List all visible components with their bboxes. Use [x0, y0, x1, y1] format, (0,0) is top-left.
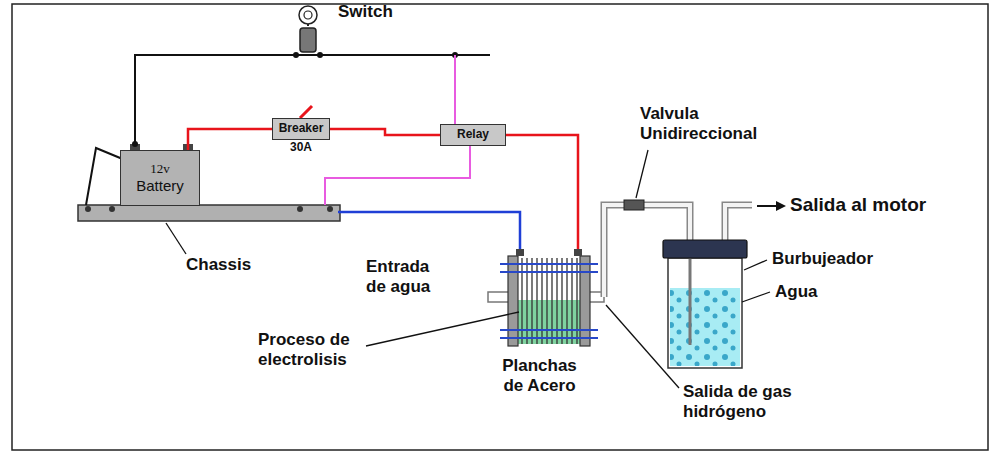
switch-label: Switch: [338, 2, 393, 22]
battery-box: 12vBattery: [120, 150, 200, 206]
water-label: Agua: [775, 282, 818, 302]
chassis-bar: [78, 205, 340, 221]
plates-label: Planchas de Acero: [492, 356, 587, 395]
motor-outlet-label: Salida al motor: [790, 194, 926, 216]
electrolyzer: [488, 249, 604, 346]
valve-label: Valvula Unidireccional: [640, 104, 780, 143]
breaker-box: Breaker30A: [272, 118, 330, 140]
relay-label: Relay: [457, 128, 489, 142]
positive-wire: [188, 129, 272, 150]
positive-wire: [506, 135, 578, 252]
relay-ground-wire: [325, 146, 470, 205]
positive-wire: [330, 129, 440, 135]
negative-wire: [338, 212, 520, 252]
breaker-rating: 30A: [290, 141, 312, 155]
battery-voltage: 12v: [150, 162, 170, 177]
battery-label: Battery: [136, 177, 184, 194]
water-inlet-label: Entrada de agua: [366, 257, 451, 296]
check-valve: [624, 200, 644, 210]
bubbler-label: Burbujeador: [772, 249, 873, 269]
leader-lines: [166, 150, 770, 388]
relay-box: Relay: [440, 124, 506, 146]
switch-symbol: [300, 28, 316, 52]
chassis-label: Chassis: [186, 255, 251, 275]
relay-coil-wire: [454, 55, 456, 124]
breaker-label: Breaker: [279, 122, 324, 136]
electrolysis-label: Proceso de electrolisis: [258, 330, 363, 369]
bubbler: [663, 240, 747, 368]
gas-outlet-label: Salida de gas hidrógeno: [683, 382, 818, 421]
breaker-lever: [300, 106, 312, 118]
outlet-tube: [725, 205, 752, 240]
frame: [12, 4, 988, 450]
outlet-arrow: [757, 205, 778, 207]
